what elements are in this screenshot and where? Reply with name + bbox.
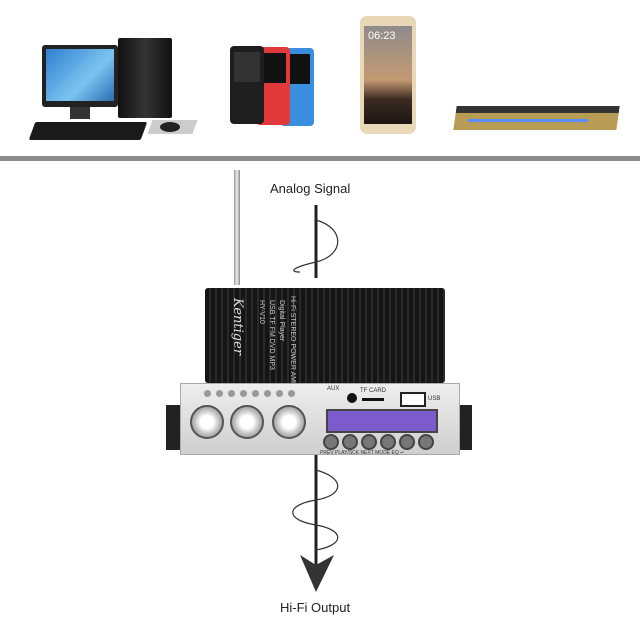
return-button[interactable] <box>418 434 434 450</box>
monitor-screen <box>46 49 114 101</box>
brand-logo: Kentiger <box>230 298 245 356</box>
led <box>204 390 211 397</box>
return-label: ↵ <box>400 450 405 456</box>
subtitle-text: Digital Player <box>278 300 285 342</box>
mode-label: MODE <box>375 450 391 456</box>
eq-label: EQ <box>391 450 399 456</box>
prev-label: PREV <box>320 450 334 456</box>
prev-button[interactable] <box>323 434 339 450</box>
mode-button[interactable] <box>380 434 396 450</box>
lcd-display <box>326 409 438 433</box>
usb-label: USB <box>428 396 441 402</box>
arrow-head-icon <box>300 555 334 592</box>
mouse <box>160 122 180 132</box>
input-label: Analog Signal <box>270 181 351 196</box>
aux-jack[interactable] <box>347 393 357 403</box>
next-label: NEXT <box>360 450 374 456</box>
volume-knob[interactable] <box>190 405 224 439</box>
mp3-player-black <box>230 46 264 124</box>
eq-button[interactable] <box>399 434 415 450</box>
treble-knob[interactable] <box>230 405 264 439</box>
divider <box>0 156 640 161</box>
next-button[interactable] <box>361 434 377 450</box>
antenna <box>234 170 240 285</box>
analog-wave <box>293 219 339 273</box>
led <box>228 390 235 397</box>
features-text: USB TF FM DVD MP3 <box>268 300 275 370</box>
monitor-stand <box>70 107 90 119</box>
led <box>276 390 283 397</box>
mount-bracket-right <box>456 405 472 450</box>
model-text: HY-V10 <box>258 300 265 324</box>
led <box>252 390 259 397</box>
led <box>216 390 223 397</box>
aux-label: AUX <box>327 386 340 392</box>
led <box>240 390 247 397</box>
phone-screen <box>364 26 412 124</box>
play-button[interactable] <box>342 434 358 450</box>
mount-bracket-left <box>166 405 182 450</box>
output-wave <box>292 469 339 551</box>
phone-time: 06:23 <box>368 30 396 42</box>
amplifier-heatsink <box>205 288 445 383</box>
dvd-display <box>468 119 588 122</box>
tf-card-label: TF CARD <box>360 388 386 394</box>
led <box>288 390 295 397</box>
play-label: PLAY/SCK <box>335 450 360 456</box>
button-labels: PREV PLAY/SCK NEXT MODE EQ ↵ <box>320 450 404 456</box>
tf-card-slot[interactable] <box>362 398 384 401</box>
bass-knob[interactable] <box>272 405 306 439</box>
led <box>264 390 271 397</box>
output-label: Hi-Fi Output <box>280 600 351 615</box>
usb-port[interactable] <box>400 392 426 407</box>
pc-tower <box>118 38 172 118</box>
